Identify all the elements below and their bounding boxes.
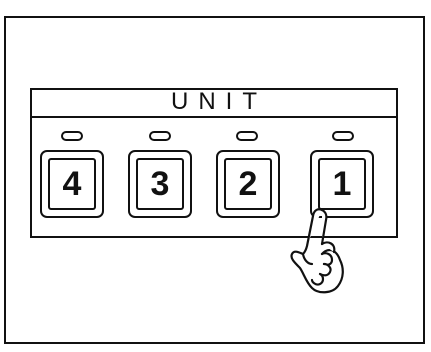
unit-4-button-face: 4 <box>48 158 96 210</box>
unit-title-bar: UNIT <box>30 88 398 118</box>
unit-1-label: 1 <box>333 165 352 204</box>
unit-3-button-face: 3 <box>136 158 184 210</box>
unit-1-button-face: 1 <box>318 158 366 210</box>
unit-2-label: 2 <box>239 165 258 204</box>
unit-3-label: 3 <box>151 165 170 204</box>
unit-4-indicator-lamp <box>61 131 83 141</box>
unit-4-button[interactable]: 4 <box>40 150 104 218</box>
unit-2-button-face: 2 <box>224 158 272 210</box>
unit-title: UNIT <box>161 88 267 116</box>
unit-4-label: 4 <box>63 165 82 204</box>
unit-3-button[interactable]: 3 <box>128 150 192 218</box>
unit-3-indicator-lamp <box>149 131 171 141</box>
unit-2-indicator-lamp <box>236 131 258 141</box>
unit-2-button[interactable]: 2 <box>216 150 280 218</box>
pointing-hand-icon <box>282 206 354 298</box>
unit-1-indicator-lamp <box>332 131 354 141</box>
